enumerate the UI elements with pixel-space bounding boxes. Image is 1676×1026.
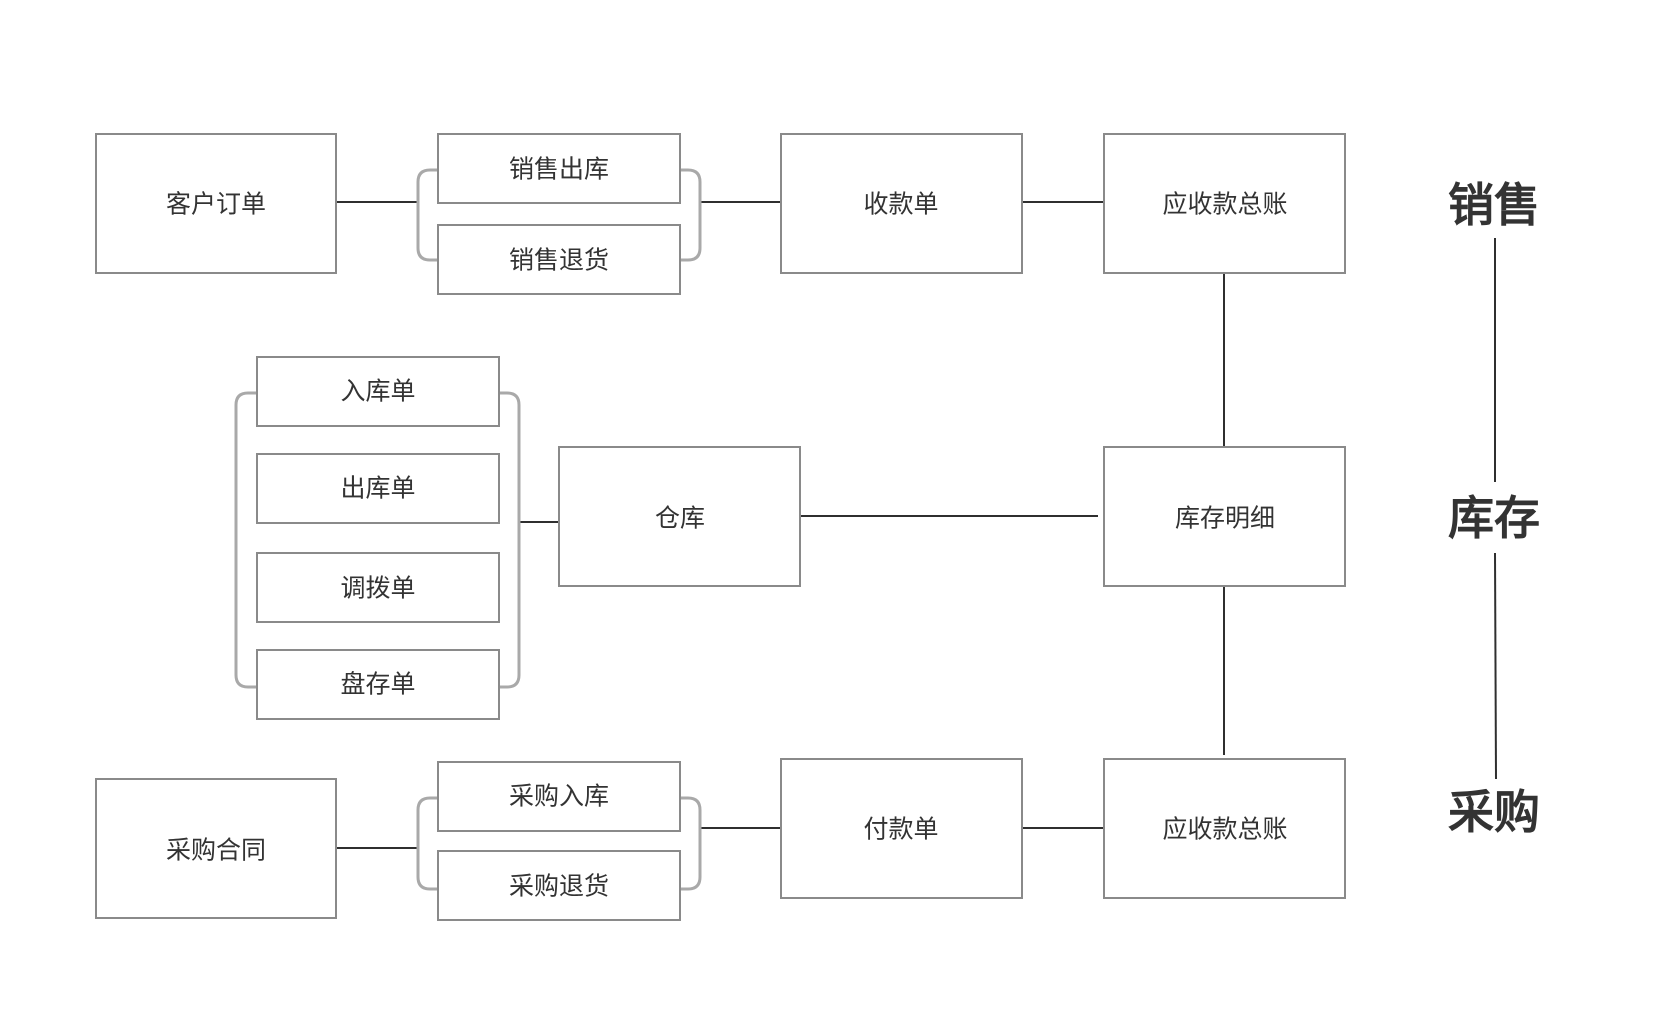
inventory-detail-label: 库存明细 [1175,504,1275,533]
receivable-ledger-label: 应收款总账 [1162,190,1287,219]
node-inventory-detail: 库存明细 [1103,446,1346,587]
node-sales-outbound: 销售出库 [437,133,681,204]
stocktake-order-label: 盘存单 [340,670,415,699]
sales-group-bracket-left [416,168,438,262]
category-axis: 销售 库存 采购 [1448,178,1540,839]
category-axis-line-lower [1494,552,1497,780]
node-receivable-ledger: 应收款总账 [1103,133,1346,274]
node-purchase-contract: 采购合同 [95,778,337,919]
inventory-group-bracket-right [499,391,521,689]
customer-order-label: 客户订单 [166,190,266,219]
node-purchase-return: 采购退货 [437,850,681,921]
sales-outbound-label: 销售出库 [509,155,609,184]
node-receipt: 收款单 [780,133,1023,274]
node-warehouse: 仓库 [558,446,801,587]
sales-return-label: 销售退货 [509,246,609,275]
group-brackets [234,168,702,891]
category-purchase-label: 采购 [1448,785,1540,839]
purchase-return-label: 采购退货 [509,872,609,901]
node-payment: 付款单 [780,758,1023,899]
inventory-group-bracket-left [234,391,257,689]
purchase-group-bracket-left [416,796,438,891]
payable-ledger-label: 应收款总账 [1162,815,1287,844]
inbound-order-label: 入库单 [340,377,415,406]
node-customer-order: 客户订单 [95,133,337,274]
transfer-order-label: 调拨单 [340,574,415,603]
node-transfer-order: 调拨单 [256,552,500,623]
warehouse-label: 仓库 [655,504,705,533]
node-outbound-order: 出库单 [256,453,500,524]
category-inventory-label: 库存 [1448,491,1540,545]
node-sales-return: 销售退货 [437,224,681,295]
outbound-order-label: 出库单 [340,474,415,503]
node-inbound-order: 入库单 [256,356,500,427]
purchase-contract-label: 采购合同 [166,836,266,865]
receipt-label: 收款单 [863,190,938,219]
purchase-inbound-label: 采购入库 [509,782,609,811]
category-sales-label: 销售 [1448,178,1540,232]
payment-label: 付款单 [863,815,938,844]
purchase-group-bracket-right [680,796,702,891]
sales-group-bracket-right [680,168,702,262]
node-payable-ledger: 应收款总账 [1103,758,1346,899]
connectors [336,201,1225,849]
node-purchase-inbound: 采购入库 [437,761,681,832]
node-stocktake-order: 盘存单 [256,649,500,720]
